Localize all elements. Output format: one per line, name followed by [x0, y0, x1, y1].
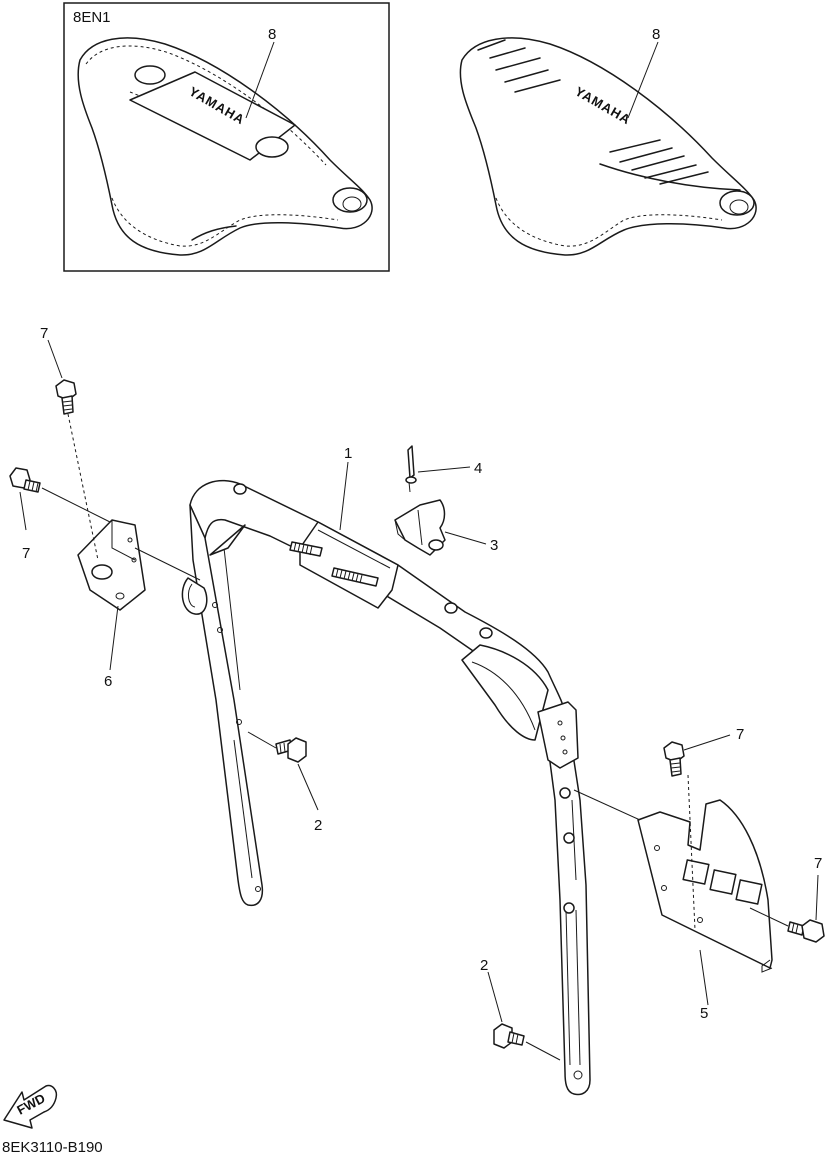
inset-8en1: 8EN1 YAMAHA 8	[63, 2, 390, 272]
seat-8en1: YAMAHA	[77, 37, 373, 256]
axis-line-2-right	[525, 1041, 561, 1061]
leader-8a	[245, 41, 275, 119]
axis-line-7-top	[67, 413, 99, 561]
callout-7a: 7	[40, 325, 48, 342]
leader-6	[109, 605, 119, 671]
plate-part-5	[637, 799, 773, 973]
axis-line-plate	[573, 789, 641, 821]
callout-8b: 8	[652, 26, 660, 43]
bolt-7-top	[55, 379, 77, 415]
callout-6: 6	[104, 673, 112, 690]
stud-lower	[331, 567, 379, 587]
rivet-part-4	[405, 445, 417, 493]
leader-7b	[19, 491, 27, 531]
seat-standard: YAMAHA	[459, 37, 757, 256]
leader-2a	[297, 763, 319, 811]
bolt-7-right-lower	[787, 919, 825, 943]
leader-4	[417, 466, 471, 473]
leader-3	[444, 531, 487, 545]
callout-7c: 7	[736, 726, 744, 743]
fwd-arrow-icon: FWD	[3, 1084, 58, 1129]
leader-7a	[47, 339, 63, 379]
callout-7d: 7	[814, 855, 822, 872]
stud-upper	[289, 541, 323, 557]
axis-line-2-left	[247, 731, 277, 749]
inset-label: 8EN1	[73, 9, 111, 26]
bolt-7-right-upper	[663, 741, 685, 777]
callout-8a: 8	[268, 26, 276, 43]
leader-7d	[815, 874, 819, 921]
bracket-part-6	[77, 519, 146, 611]
clip-part-3	[394, 499, 446, 556]
leader-8b	[627, 41, 659, 119]
callout-7b: 7	[22, 545, 30, 562]
leader-2b	[487, 971, 503, 1023]
axis-line-7-lower	[749, 907, 789, 927]
leader-1	[339, 461, 349, 531]
axis-line-7-right	[687, 774, 696, 931]
bolt-2-right	[493, 1023, 525, 1049]
leader-7c	[683, 734, 731, 751]
diagram-code: 8EK3110-B190	[2, 1139, 103, 1156]
callout-2a: 2	[314, 817, 322, 834]
frame-main	[181, 480, 591, 1096]
bolt-2-left	[275, 737, 307, 763]
leader-5	[699, 949, 709, 1006]
axis-line-7-left	[41, 487, 201, 581]
callout-3: 3	[490, 537, 498, 554]
bolt-7-left	[9, 467, 41, 493]
callout-1: 1	[344, 445, 352, 462]
callout-5: 5	[700, 1005, 708, 1022]
callout-2b: 2	[480, 957, 488, 974]
callout-4: 4	[474, 460, 482, 477]
